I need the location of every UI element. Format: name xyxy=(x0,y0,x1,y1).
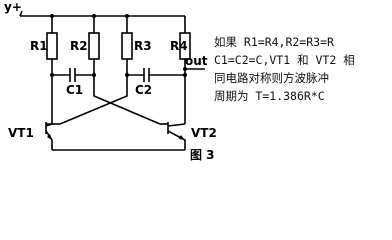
circuit-note: 如果 R1=R4,R2=R3=R C1=C2=C,VT1 和 VT2 相 同电路… xyxy=(214,33,390,105)
note-line: 周期为 T=1.386R*C xyxy=(214,89,325,103)
capacitor-c1-label: C1 xyxy=(66,83,83,97)
base-drive-vt1 xyxy=(59,75,128,125)
resistor-r2 xyxy=(88,32,100,60)
resistor-r4-label: R4 xyxy=(170,39,188,53)
note-line: 同电路对称则方波脉冲 xyxy=(214,71,329,85)
output-label: out xyxy=(185,54,208,68)
resistor-r3 xyxy=(121,32,133,60)
transistor-vt2 xyxy=(160,122,186,150)
note-line: C1=C2=C,VT1 和 VT2 相 xyxy=(214,53,355,67)
supply-label: y+ xyxy=(4,0,22,14)
resistor-r1-label: R1 xyxy=(30,39,48,53)
transistor-vt1 xyxy=(45,122,60,150)
resistor-r2-label: R2 xyxy=(70,39,88,53)
capacitor-c2 xyxy=(143,68,150,82)
note-line: 如果 R1=R4,R2=R3=R xyxy=(214,35,334,49)
capacitor-c1 xyxy=(69,68,76,82)
base-drive-vt2 xyxy=(93,75,161,125)
resistor-r1 xyxy=(46,32,58,60)
transistor-vt2-label: VT2 xyxy=(191,126,217,140)
capacitor-c2-label: C2 xyxy=(135,83,152,97)
resistor-r3-label: R3 xyxy=(134,39,152,53)
figure-caption: 图 3 xyxy=(190,148,215,162)
transistor-vt1-label: VT1 xyxy=(8,126,34,140)
multivibrator-schematic: y+ R1 R2 R3 R4 C1 C2 out xyxy=(4,0,217,151)
